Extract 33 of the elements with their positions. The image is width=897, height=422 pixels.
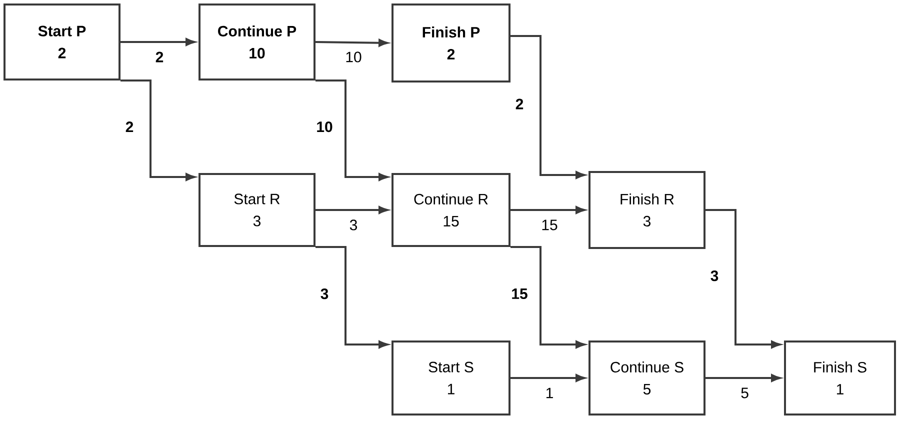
task-box: Continue S 5 — [588, 340, 706, 416]
arrow — [510, 206, 586, 214]
edge-label: 2 — [124, 120, 135, 134]
edge-label: 2 — [154, 50, 165, 64]
edge-label: 3 — [348, 218, 359, 232]
task-box: Finish R 3 — [588, 171, 706, 249]
arrow — [120, 38, 196, 46]
edge-label: 10 — [315, 120, 334, 134]
task-box: Start R 3 — [198, 173, 316, 247]
arrow — [316, 246, 388, 348]
arrow — [510, 35, 586, 179]
edge-label: 2 — [514, 98, 525, 110]
task-box: Finish P 2 — [392, 4, 510, 82]
edge-label: 3 — [709, 269, 720, 282]
edge-label: 10 — [344, 50, 363, 64]
arrow — [706, 374, 781, 382]
task-box: Start P 2 — [4, 4, 120, 80]
edge-label: 5 — [740, 386, 750, 400]
arrow — [510, 246, 586, 348]
arrow — [316, 80, 388, 181]
edge-label: 3 — [319, 287, 330, 300]
edge-label: 15 — [540, 218, 559, 232]
edge-label: 15 — [510, 288, 529, 300]
edge-label: 1 — [544, 386, 555, 400]
task-box: Continue P 10 — [198, 4, 316, 80]
arrow — [510, 374, 586, 382]
arrow — [120, 80, 196, 181]
arrow — [316, 39, 388, 47]
arrow — [706, 209, 781, 348]
arrow — [316, 206, 388, 214]
task-box: Start S 1 — [392, 340, 510, 416]
task-box: Finish S 1 — [784, 340, 896, 416]
task-box: Continue R 15 — [392, 173, 510, 247]
